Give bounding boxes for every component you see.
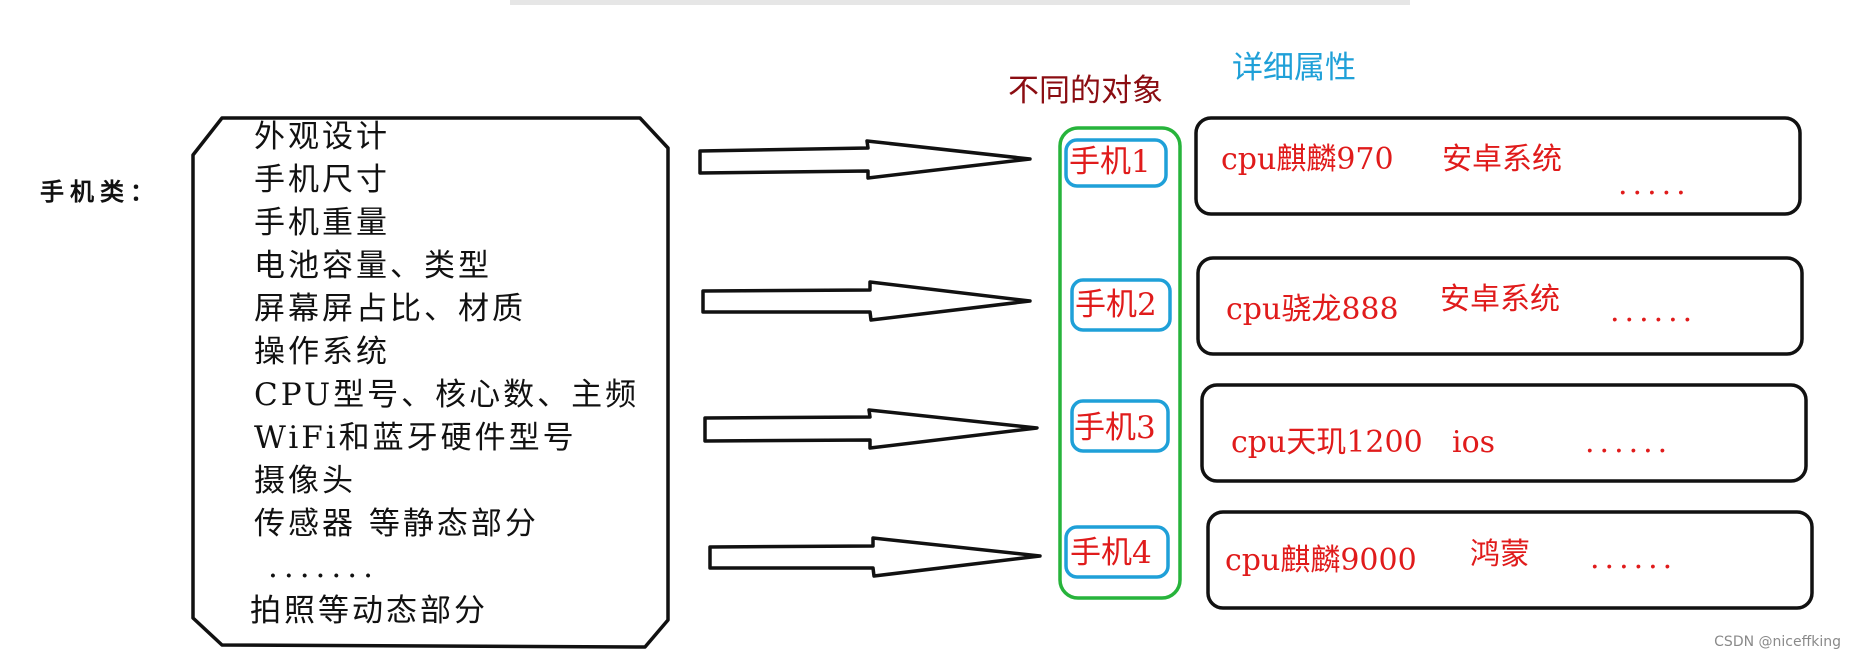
detail-cpu-4: cpu麒麟9000 <box>1225 543 1417 578</box>
detail-box-2 <box>1196 256 1804 356</box>
detail-box-4 <box>1206 510 1814 610</box>
object-box-2 <box>1070 278 1172 332</box>
attribute-item: WiFi和蓝牙硬件型号 <box>254 420 577 456</box>
object-label-4: 手机4 <box>1070 535 1152 571</box>
attribute-item: 操作系统 <box>254 334 390 370</box>
detail-os-1: 安卓系统 <box>1442 142 1562 177</box>
detail-more-4: ...... <box>1590 541 1678 576</box>
detail-cpu-1: cpu麒麟970 <box>1221 142 1394 177</box>
detail-box-3 <box>1200 383 1808 483</box>
objects-heading: 不同的对象 <box>1008 73 1163 109</box>
object-box-1 <box>1064 138 1168 188</box>
detail-os-3: ios <box>1452 425 1496 460</box>
attribute-item: 屏幕屏占比、材质 <box>254 291 526 327</box>
detail-more-2: ...... <box>1610 294 1698 329</box>
detail-more-3: ...... <box>1585 425 1673 460</box>
class-label: 手机类： <box>40 178 160 206</box>
attribute-item: 传感器 等静态部分 <box>254 506 539 542</box>
detail-cpu-3: cpu天玑1200 <box>1231 425 1423 460</box>
attribute-item: 摄像头 <box>254 463 356 499</box>
arrow-to-object-1 <box>698 139 1032 180</box>
object-label-2: 手机2 <box>1075 287 1157 323</box>
arrow-to-object-3 <box>703 408 1039 450</box>
object-box-3 <box>1070 399 1170 453</box>
detail-os-2: 安卓系统 <box>1440 282 1560 317</box>
attribute-item: 手机尺寸 <box>254 162 390 198</box>
object-label-1: 手机1 <box>1069 144 1151 180</box>
watermark-text: CSDN @niceffking <box>1714 634 1841 650</box>
top-divider <box>510 0 1410 5</box>
object-label-3: 手机3 <box>1074 410 1156 446</box>
arrow-to-object-4 <box>708 536 1042 578</box>
attribute-item: CPU型号、核心数、主频 <box>254 377 640 413</box>
detail-os-4: 鸿蒙 <box>1470 537 1530 572</box>
detail-cpu-2: cpu骁龙888 <box>1226 292 1399 327</box>
attribute-item: 电池容量、类型 <box>254 248 492 284</box>
object-box-4 <box>1064 525 1170 579</box>
detail-box-1 <box>1194 116 1802 216</box>
attribute-item: 手机重量 <box>254 205 390 241</box>
class-attributes-box <box>191 116 670 649</box>
objects-group-border <box>1058 126 1182 600</box>
attribute-ellipsis: ....... <box>268 549 379 585</box>
arrow-to-object-2 <box>701 280 1032 322</box>
details-heading: 详细属性 <box>1232 50 1356 86</box>
detail-more-1: ..... <box>1618 167 1691 202</box>
attribute-item: 拍照等动态部分 <box>250 593 488 629</box>
attribute-item: 外观设计 <box>254 119 390 155</box>
